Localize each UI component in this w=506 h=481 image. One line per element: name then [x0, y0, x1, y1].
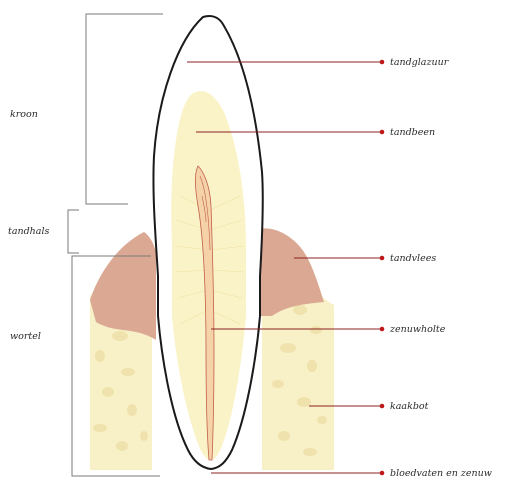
label-tandvlees: tandvlees — [390, 253, 436, 264]
label-bloedvaten-en-zenuw: bloedvaten en zenuw — [390, 468, 492, 479]
label-tandhals: tandhals — [8, 226, 50, 237]
label-zenuwholte: zenuwholte — [389, 324, 446, 335]
label-wortel: wortel — [10, 331, 41, 342]
label-kaakbot: kaakbot — [390, 401, 429, 412]
label-dots — [380, 60, 385, 476]
label-kroon: kroon — [10, 109, 38, 120]
label-tandbeen: tandbeen — [390, 127, 435, 138]
label-tandglazuur: tandglazuur — [390, 57, 450, 68]
